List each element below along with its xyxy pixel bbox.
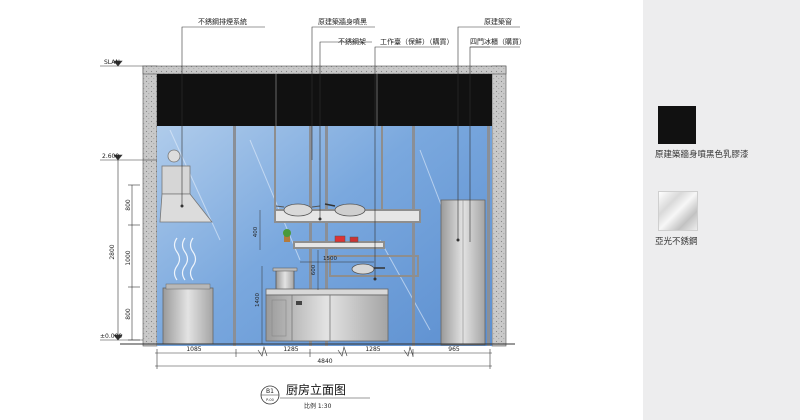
leader-lines bbox=[181, 26, 520, 279]
dim-left-total: 2800 bbox=[109, 244, 116, 259]
range-hood bbox=[159, 149, 213, 223]
plant bbox=[283, 229, 291, 242]
dim-b2: 1285 bbox=[283, 346, 298, 353]
hanging-pots bbox=[275, 203, 385, 275]
legend-swatch-matte-steel bbox=[658, 191, 698, 231]
dim-b4: 965 bbox=[448, 346, 460, 353]
label-worktable: 工作臺（保鮮）（購買） bbox=[380, 37, 454, 46]
dim-breaks bbox=[257, 345, 414, 357]
dim-pan-height: 600 bbox=[311, 264, 317, 275]
title-block: B1 P-00 厨房立面图 比例 1:30 bbox=[260, 382, 370, 410]
legend-swatch-black-paint bbox=[658, 106, 696, 144]
left-dimension-lines bbox=[117, 160, 140, 341]
wall-left bbox=[142, 65, 158, 347]
bottom-dimension-lines bbox=[155, 349, 492, 369]
dim-shelf-height: 400 bbox=[253, 226, 259, 237]
label-hood-system: 不銹鋼排煙系統 bbox=[198, 17, 247, 26]
elevation-drawing: 不銹鋼排煙系統 原建築牆身噴黑 不銹鋼架 工作臺（保鮮）（購買） 原建築窗 四門… bbox=[100, 17, 526, 410]
worktable bbox=[265, 288, 389, 342]
level-slab: SLAN bbox=[104, 59, 120, 66]
label-steel-shelf: 不銹鋼架 bbox=[338, 37, 366, 46]
black-wall-band bbox=[157, 74, 492, 126]
slab bbox=[142, 65, 507, 75]
level-mid: 2.600 bbox=[102, 153, 119, 160]
dim-left-top: 800 bbox=[125, 199, 132, 211]
legend-label-matte-steel: 亞光不銹鋼 bbox=[655, 237, 698, 247]
dim-b3: 1285 bbox=[365, 346, 380, 353]
leader-dots bbox=[180, 204, 460, 281]
wall-right bbox=[491, 65, 507, 347]
stock-pot bbox=[272, 267, 298, 291]
steam-lines bbox=[173, 237, 197, 281]
drawing-title: 厨房立面图 bbox=[286, 382, 346, 397]
stove bbox=[162, 283, 214, 345]
dim-left-mid: 1000 bbox=[125, 250, 132, 265]
legend-label-black-paint: 原建築牆身噴黑色乳膠漆 bbox=[655, 150, 749, 160]
dim-total: 4840 bbox=[317, 358, 332, 365]
inner-dimension-lines bbox=[259, 210, 374, 344]
drawing-scale: 比例 1:30 bbox=[304, 402, 332, 410]
dim-b1: 1085 bbox=[186, 346, 201, 353]
legend-panel: 原建築牆身噴黑色乳膠漆 亞光不銹鋼 bbox=[643, 0, 800, 420]
level-floor: ±0.000 bbox=[100, 333, 122, 340]
fridge bbox=[440, 199, 486, 346]
dim-shelf-width: 1500 bbox=[323, 256, 337, 262]
badge-top: B1 bbox=[266, 388, 274, 395]
badge-bottom: P-00 bbox=[266, 398, 274, 402]
dim-counter-height: 1400 bbox=[255, 293, 261, 307]
label-existing-window: 原建築窗 bbox=[484, 17, 512, 26]
dim-left-bottom: 800 bbox=[125, 308, 132, 320]
label-wall-black: 原建築牆身噴黑 bbox=[318, 17, 367, 26]
label-fridge: 四門冰櫃（購買） bbox=[470, 37, 526, 46]
